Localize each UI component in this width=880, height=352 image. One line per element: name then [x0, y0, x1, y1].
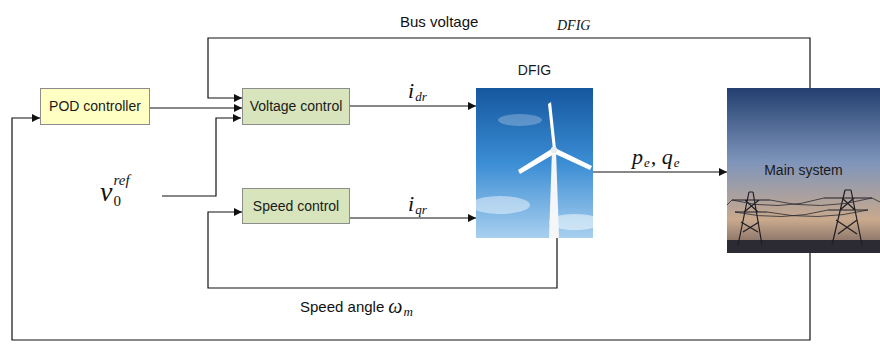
turbine-blade — [518, 148, 556, 174]
cloud — [498, 114, 542, 126]
block-label: Voltage control — [250, 98, 343, 114]
wind-turbine-picture — [470, 88, 601, 238]
subscript: e — [674, 156, 680, 169]
signal-connector — [150, 107, 242, 108]
signal-connector — [12, 118, 810, 340]
subscript: 0 — [113, 194, 121, 209]
turbine-tower — [549, 150, 559, 238]
signal-connector — [593, 171, 727, 172]
signal-label: i — [408, 80, 414, 102]
superscript: ref — [113, 173, 129, 188]
control-block: Voltage control — [242, 88, 350, 125]
picture-caption: DFIG — [518, 62, 551, 78]
signal-connector — [350, 217, 476, 218]
reference-input-wire — [162, 118, 241, 196]
signal-name: , q — [651, 146, 673, 168]
subscript: qr — [415, 203, 427, 216]
cloud — [470, 196, 530, 214]
ground — [727, 240, 880, 253]
power-system-picture: Main system — [727, 88, 880, 253]
signal-name: v — [100, 178, 112, 206]
power-system-picture — [727, 88, 880, 253]
subscript: m — [403, 305, 412, 318]
signal-label: i — [408, 193, 414, 215]
dusk-sky-background — [727, 88, 880, 253]
signal-name: DFIG — [557, 19, 590, 33]
signal-label: p — [632, 146, 643, 168]
signal-name: ω — [388, 296, 402, 316]
subscript: e — [644, 156, 650, 169]
power-lines — [727, 198, 880, 217]
picture-caption: Main system — [764, 162, 843, 178]
transmission-pylon — [824, 190, 872, 245]
turbine-hub — [551, 147, 557, 153]
controller-box: POD controller — [40, 88, 150, 125]
generator-picture: DFIG — [476, 62, 593, 238]
signal-connector — [350, 105, 476, 106]
block-label: Speed control — [253, 198, 339, 214]
block-label: POD controller — [49, 98, 141, 114]
signal-label: Bus voltage — [400, 14, 478, 29]
turbine-blade — [548, 102, 556, 150]
turbine-blade — [553, 148, 592, 170]
transmission-pylon — [732, 192, 770, 245]
control-block: Speed control — [242, 188, 350, 224]
signal-label: Speed angle — [300, 299, 384, 314]
subscript: dr — [415, 90, 427, 103]
